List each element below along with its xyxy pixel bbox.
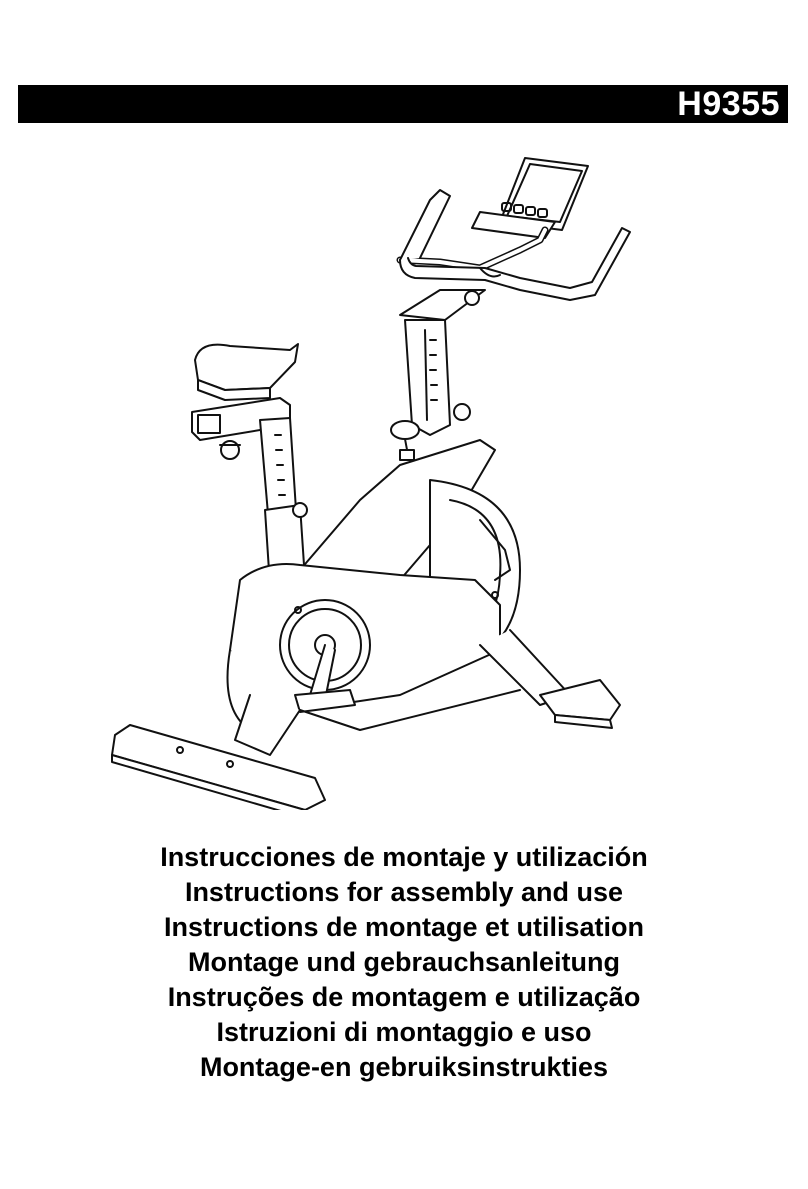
instruction-titles: Instrucciones de montaje y utilización I… — [0, 840, 808, 1085]
model-header-bar: H9355 — [18, 85, 788, 123]
title-dutch: Montage-en gebruiksinstrukties — [199, 1052, 609, 1082]
model-code: H9355 — [677, 85, 780, 123]
saddle — [194, 343, 299, 401]
resistance-knob — [390, 420, 420, 461]
title-german: Montage und gebrauchsanleitung — [187, 947, 620, 977]
title-english: Instructions for assembly and use — [184, 877, 624, 907]
title-french: Instructions de montage et utilisation — [163, 912, 645, 942]
seat-slider — [191, 397, 291, 460]
stabilizer-legs — [111, 629, 621, 810]
title-spanish: Instrucciones de montaje y utilización — [160, 842, 648, 872]
title-italian: Istruzioni di montaggio e uso — [216, 1017, 592, 1047]
handlebar-post — [399, 289, 486, 436]
handlebars — [396, 189, 631, 301]
exercise-bike-illustration — [111, 157, 631, 810]
console-display — [471, 157, 589, 239]
title-portuguese: Instruções de montagem e utilização — [167, 982, 641, 1012]
seat-post — [259, 417, 308, 587]
frame-and-flywheel — [226, 439, 521, 731]
